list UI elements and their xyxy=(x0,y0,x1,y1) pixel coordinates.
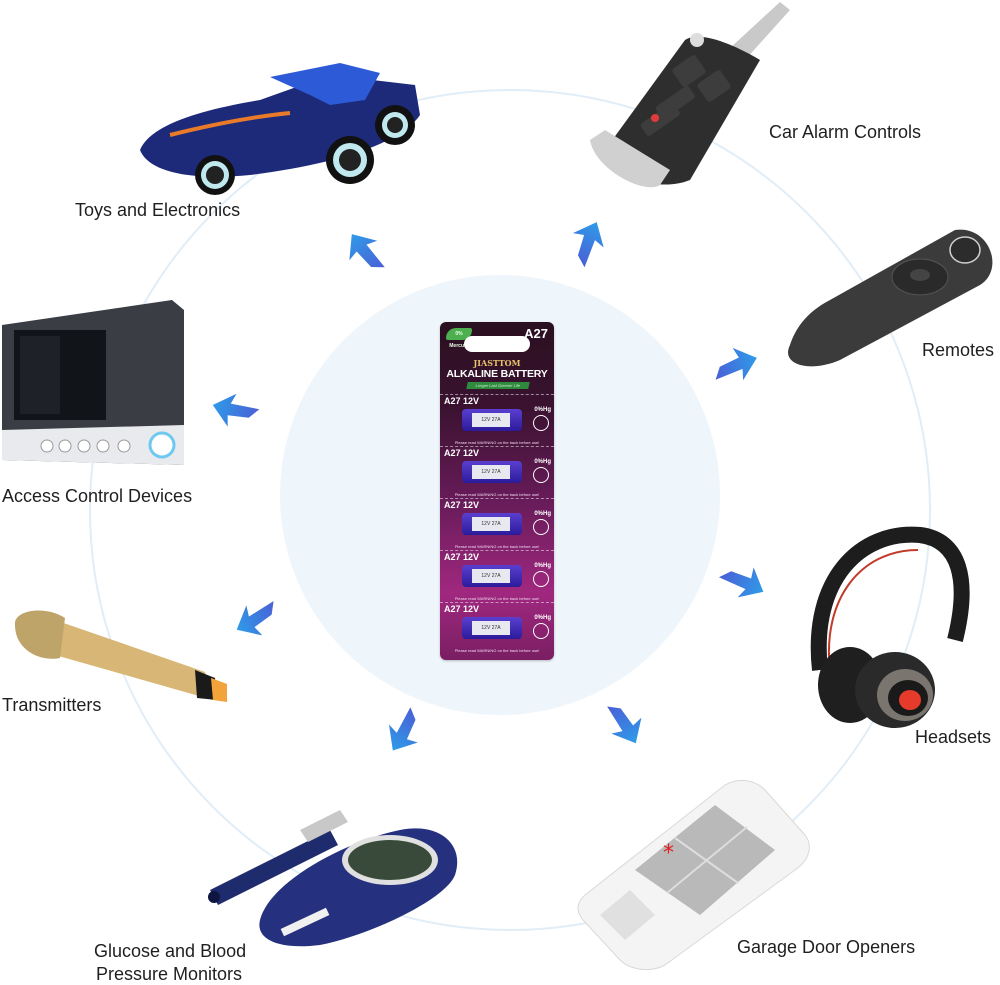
label-access-control-devices: Access Control Devices xyxy=(2,486,193,506)
arrow-icon xyxy=(388,707,418,751)
battery-icon: 12V 27A xyxy=(462,409,522,431)
microphone-icon xyxy=(14,610,227,702)
battery-cell: A27 12V 12V 27A 0%Hg Please read WARNING… xyxy=(440,394,554,447)
label-headsets: Headsets xyxy=(915,727,992,747)
label-transmitters: Transmitters xyxy=(2,695,102,715)
battery-pack: 0% Mercury A27 JIASTTOM ALKALINE BATTERY… xyxy=(440,322,554,660)
battery-icon: 12V 27A xyxy=(462,617,522,639)
recycle-icon xyxy=(533,571,549,587)
battery-cell: A27 12V 12V 27A 0%Hg Please read WARNING… xyxy=(440,446,554,499)
svg-text:*: * xyxy=(663,841,674,866)
battery-cell: A27 12V 12V 27A 0%Hg Please read WARNING… xyxy=(440,550,554,603)
garage-remote-icon: * xyxy=(577,779,810,971)
label-glucose-line2: Pressure Monitors xyxy=(96,964,243,984)
brand-logo: JIASTTOM xyxy=(473,358,521,368)
arrow-icon xyxy=(718,567,764,598)
recycle-icon xyxy=(533,467,549,483)
battery-cell: A27 12V 12V 27A 0%Hg Please read WARNING… xyxy=(440,498,554,551)
recycle-icon xyxy=(533,519,549,535)
toy-car-icon xyxy=(140,63,420,195)
slogan-banner: Longer Last Greener Life xyxy=(466,382,530,389)
headphones-icon xyxy=(810,526,970,728)
car-key-fob-icon xyxy=(590,2,790,188)
arrow-icon xyxy=(212,393,260,427)
recycle-icon xyxy=(533,415,549,431)
label-remotes: Remotes xyxy=(922,340,995,360)
label-garage-door-openers: Garage Door Openers xyxy=(737,937,916,957)
arrow-icon xyxy=(607,706,642,744)
pack-model: A27 xyxy=(524,326,548,341)
battery-icon: 12V 27A xyxy=(462,565,522,587)
label-car-alarm-controls: Car Alarm Controls xyxy=(769,122,922,142)
battery-icon: 12V 27A xyxy=(462,513,522,535)
arrow-icon xyxy=(349,234,385,268)
arrow-icon xyxy=(236,601,274,636)
glucose-meter-icon xyxy=(208,810,458,947)
label-toys-and-electronics: Toys and Electronics xyxy=(75,200,241,220)
eco-badge: 0% Mercury xyxy=(446,328,472,349)
remote-control-icon xyxy=(788,229,993,367)
intercom-panel-icon xyxy=(2,300,184,465)
battery-type: ALKALINE BATTERY xyxy=(446,368,548,380)
arrow-icon xyxy=(572,222,604,268)
battery-icon: 12V 27A xyxy=(462,461,522,483)
battery-cell: A27 12V 12V 27A 0%Hg Please read WARNING… xyxy=(440,602,554,655)
recycle-icon xyxy=(533,623,549,639)
hang-hole xyxy=(464,336,530,352)
arrow-icon xyxy=(715,347,757,381)
label-glucose-line1: Glucose and Blood xyxy=(94,941,247,961)
